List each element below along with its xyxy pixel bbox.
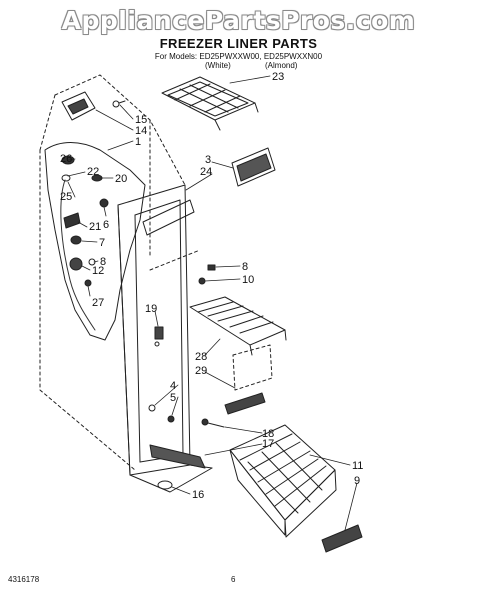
part-3-cover-inner xyxy=(236,153,272,182)
callout-5: 5 xyxy=(170,392,176,404)
callout-25: 25 xyxy=(60,191,72,203)
callout-3: 3 xyxy=(205,154,211,166)
callout-1: 1 xyxy=(135,136,141,148)
callout-labels: 15 14 1 23 3 24 26 20 22 25 6 21 7 8 12 … xyxy=(60,71,363,501)
models-line: For Models: ED25PWXXW00, ED25PWXXN00 xyxy=(154,52,323,61)
footer-code: 4316178 xyxy=(8,575,40,584)
callout-8-right: 8 xyxy=(242,261,248,273)
callout-16: 16 xyxy=(192,489,204,501)
variant-almond: (Almond) xyxy=(265,61,298,70)
part-19-dot xyxy=(154,341,160,347)
callout-26: 26 xyxy=(60,153,72,165)
callout-10: 10 xyxy=(242,274,254,286)
callout-19: 19 xyxy=(145,303,157,315)
part-19 xyxy=(154,326,164,340)
part-9 xyxy=(321,524,363,553)
callout-6: 6 xyxy=(103,219,109,231)
part-18 xyxy=(201,418,225,428)
parts-8-10 xyxy=(149,249,216,285)
callout-17: 17 xyxy=(262,438,274,450)
callout-24: 24 xyxy=(200,166,212,178)
shelf-23 xyxy=(161,76,259,131)
callout-11: 11 xyxy=(352,460,363,472)
callout-23: 23 xyxy=(272,71,284,83)
part-3-cover xyxy=(231,147,276,187)
callout-15: 15 xyxy=(135,114,147,126)
callout-12: 12 xyxy=(92,265,104,277)
callout-4: 4 xyxy=(170,380,176,392)
callout-21: 21 xyxy=(89,221,101,233)
left-wall-parts xyxy=(60,155,109,331)
part-17 xyxy=(149,444,206,469)
part-24-strip xyxy=(142,199,195,236)
page-number: 6 xyxy=(231,575,236,584)
basket-11 xyxy=(229,424,337,538)
callout-14: 14 xyxy=(135,125,147,137)
callout-20: 20 xyxy=(115,173,127,185)
callout-22: 22 xyxy=(87,166,99,178)
callout-28: 28 xyxy=(195,351,207,363)
callout-7: 7 xyxy=(99,237,105,249)
page-title: FREEZER LINER PARTS xyxy=(159,36,318,51)
callout-18: 18 xyxy=(262,428,274,440)
shelf-28 xyxy=(189,296,287,356)
freezer-liner xyxy=(39,74,213,493)
watermark: AppliancePartsPros.com xyxy=(61,6,416,35)
variant-white: (White) xyxy=(205,61,231,70)
part-16 xyxy=(157,480,173,490)
callout-27: 27 xyxy=(92,297,104,309)
callout-8-left: 8 xyxy=(100,256,106,268)
parts-4-5 xyxy=(148,404,175,423)
top-bracket xyxy=(61,91,126,121)
leader-lines xyxy=(67,75,358,531)
callout-29: 29 xyxy=(195,365,207,377)
part-29 xyxy=(224,344,273,415)
callout-9: 9 xyxy=(354,475,360,487)
